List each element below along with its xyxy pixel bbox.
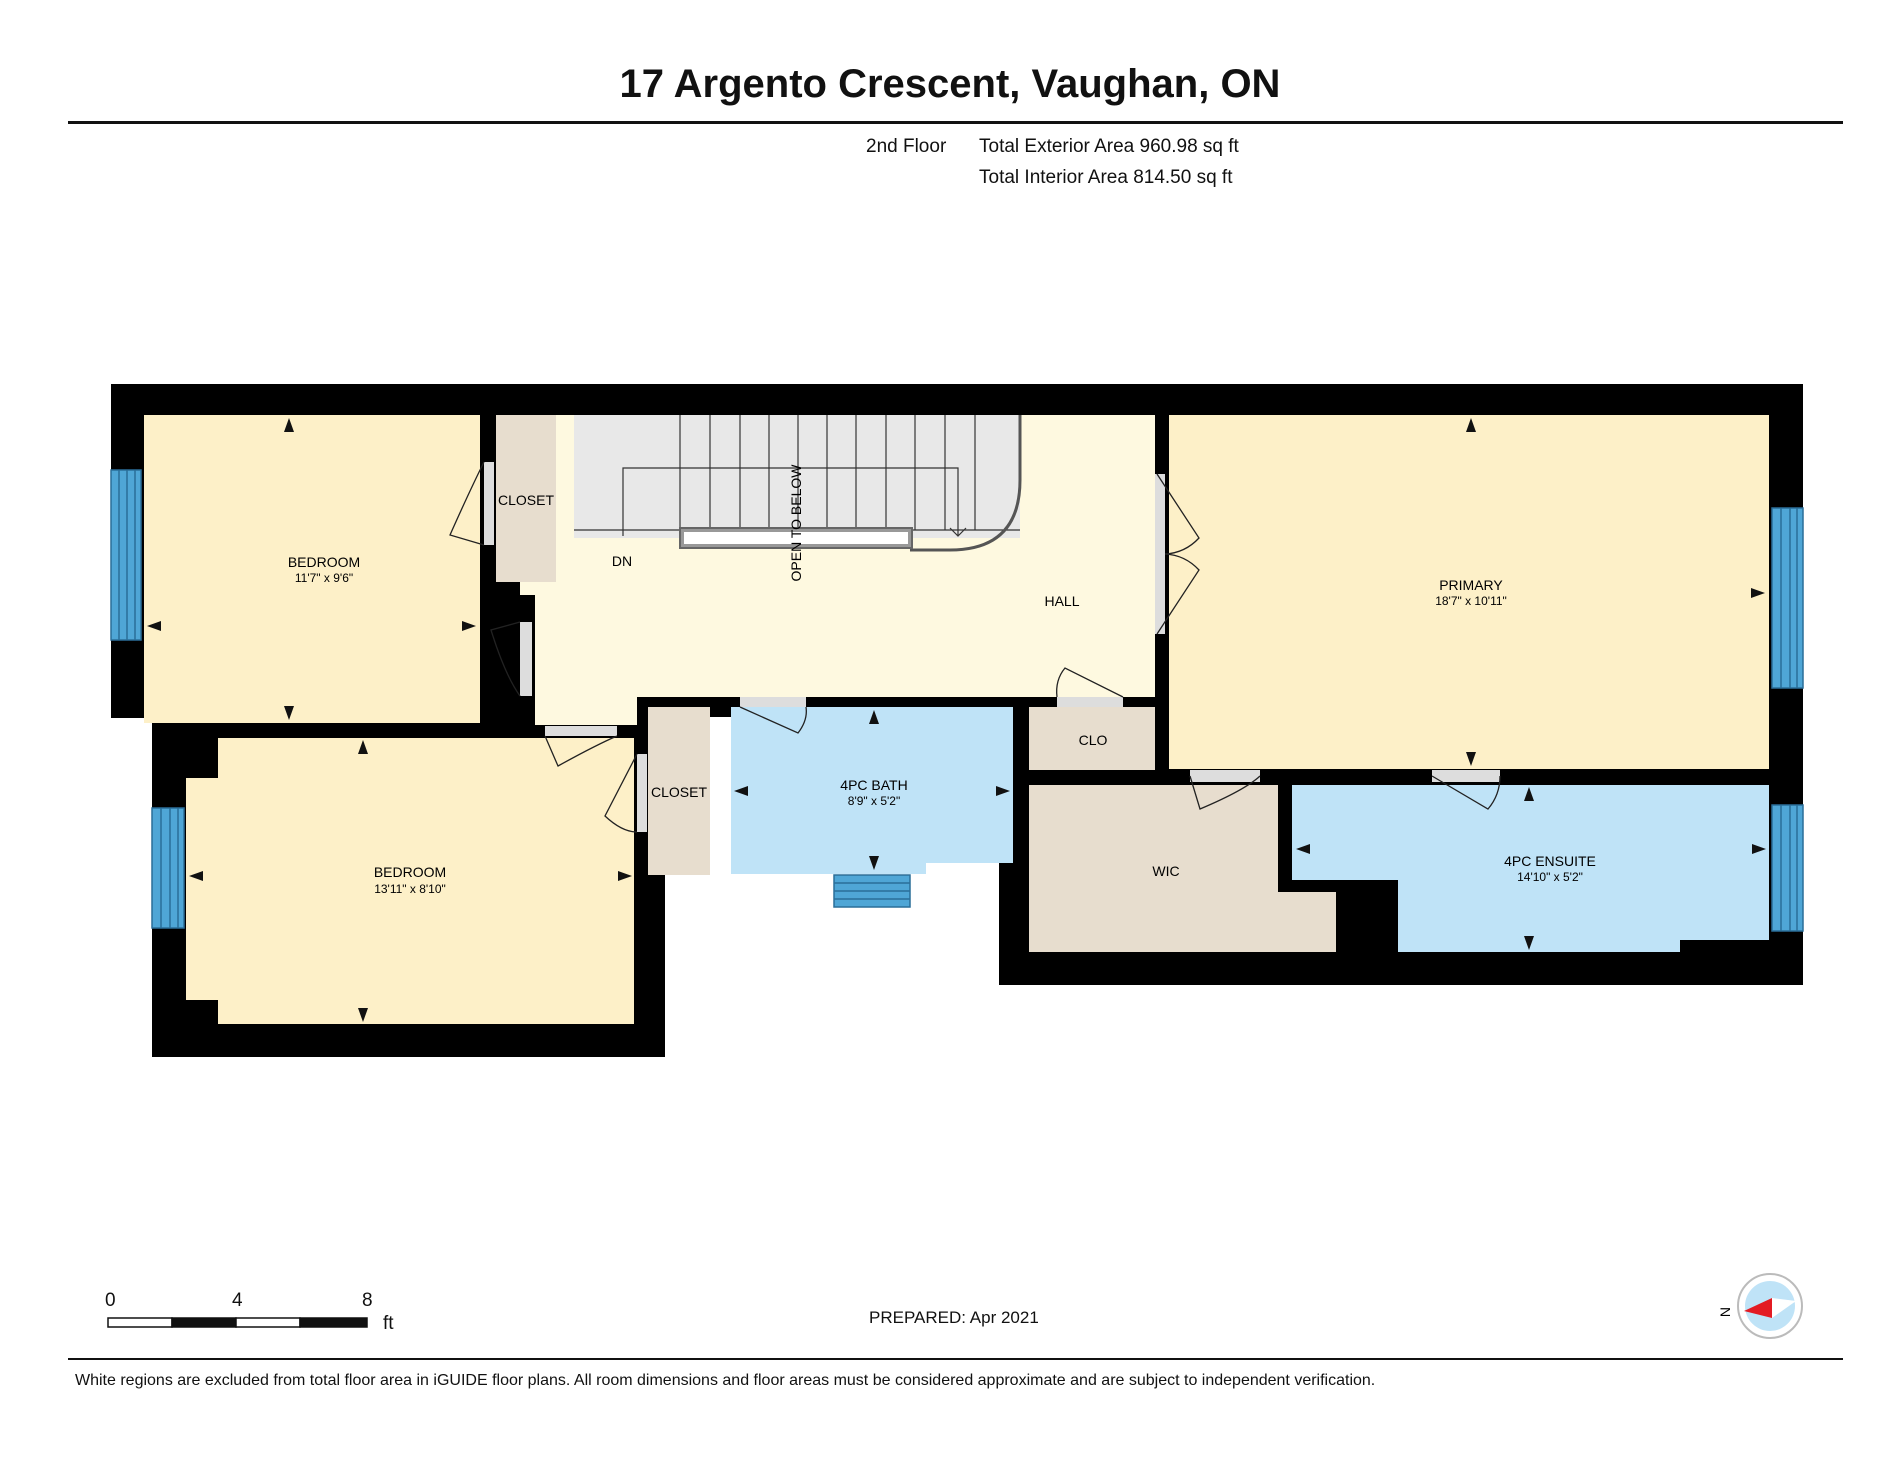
stairs-down-label: DN bbox=[612, 553, 632, 569]
exterior-area: Total Exterior Area 960.98 sq ft bbox=[979, 136, 1239, 157]
primary-fill bbox=[1169, 415, 1769, 769]
clo-label: CLO bbox=[1079, 732, 1108, 748]
bath-name: 4PC BATH bbox=[840, 777, 907, 793]
bedroom1-name: BEDROOM bbox=[288, 554, 360, 570]
bedroom2-dims: 13'11" x 8'10" bbox=[374, 882, 446, 896]
dimension-arrows bbox=[147, 418, 1766, 1022]
closet-top-fill bbox=[496, 415, 556, 582]
bath-fill bbox=[731, 707, 1013, 874]
wic-label: WIC bbox=[1152, 863, 1179, 879]
windows bbox=[110, 469, 1804, 932]
closet-top-label: CLOSET bbox=[498, 492, 554, 508]
scale-tick-4: 4 bbox=[232, 1290, 243, 1311]
ensuite-name: 4PC ENSUITE bbox=[1504, 853, 1596, 869]
stairs bbox=[574, 415, 1022, 552]
open-to-below-label: OPEN TO BELOW bbox=[788, 464, 804, 582]
compass-letter: N bbox=[1717, 1307, 1733, 1317]
scale-tick-8: 8 bbox=[362, 1290, 373, 1311]
bedroom2-fill bbox=[186, 738, 634, 1024]
disclaimer: White regions are excluded from total fl… bbox=[75, 1372, 1376, 1389]
room-fills bbox=[144, 415, 1769, 1024]
page-title: 17 Argento Crescent, Vaughan, ON bbox=[619, 62, 1281, 106]
scale-tick-0: 0 bbox=[105, 1290, 116, 1311]
closet-mid-label: CLOSET bbox=[651, 784, 707, 800]
footer-rule bbox=[68, 1358, 1843, 1360]
bedroom2-name: BEDROOM bbox=[374, 864, 446, 880]
bath-dims: 8'9" x 5'2" bbox=[848, 794, 900, 808]
stairs-fill bbox=[574, 415, 1020, 538]
doors bbox=[449, 461, 1501, 833]
floor-label: 2nd Floor bbox=[866, 136, 947, 157]
primary-dims: 18'7" x 10'11" bbox=[1435, 594, 1507, 608]
title-rule bbox=[68, 121, 1843, 124]
closet-mid-fill bbox=[648, 707, 710, 875]
primary-name: PRIMARY bbox=[1439, 577, 1503, 593]
ensuite-dims: 14'10" x 5'2" bbox=[1517, 870, 1583, 884]
hall-label: HALL bbox=[1044, 593, 1079, 609]
scale-unit: ft bbox=[383, 1313, 394, 1334]
scale-bar bbox=[107, 1317, 368, 1328]
compass-icon: N bbox=[1717, 1273, 1803, 1339]
prepared-date: PREPARED: Apr 2021 bbox=[869, 1308, 1039, 1327]
clo-fill bbox=[1029, 707, 1155, 770]
bedroom1-dims: 11'7" x 9'6" bbox=[295, 571, 353, 585]
wic-fill bbox=[1029, 785, 1336, 952]
bedroom1-fill bbox=[144, 415, 480, 723]
ensuite-fill bbox=[1292, 785, 1769, 952]
interior-area: Total Interior Area 814.50 sq ft bbox=[979, 167, 1233, 188]
